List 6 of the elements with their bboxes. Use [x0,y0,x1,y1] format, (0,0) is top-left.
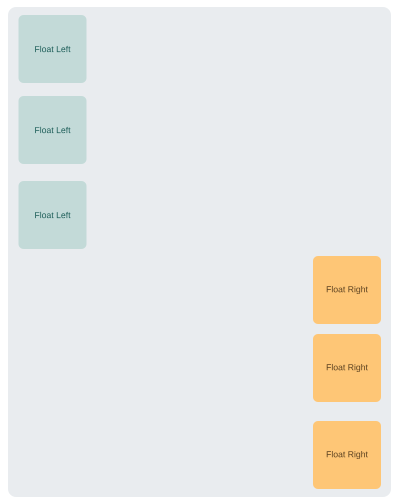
rounded-box: Float Right [313,334,381,402]
rounded-box: Float Right [313,421,381,489]
rounded-box: Float Left [18,181,86,249]
rounded-box: Float Left [18,96,86,164]
rounded-box: Float Right [313,256,381,324]
rounded-box: Float Left [18,15,86,83]
